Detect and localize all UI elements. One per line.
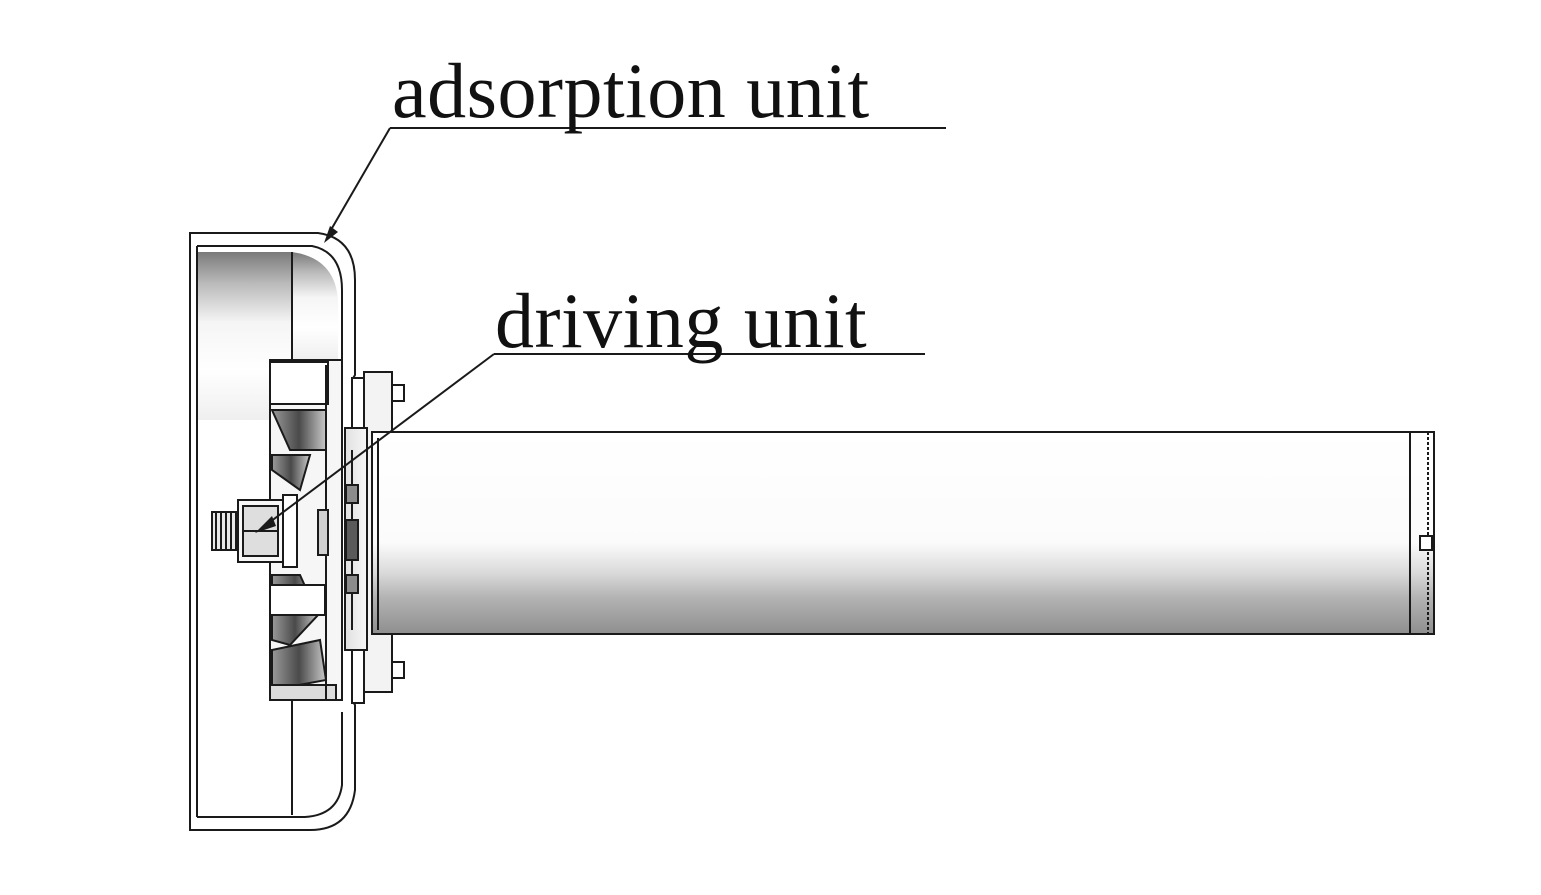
leader-lines: [261, 127, 946, 529]
motor-cylinder: [371, 431, 1435, 635]
adsorption-leader-line: [327, 127, 391, 236]
adsorption-unit-label: adsorption unit: [392, 47, 870, 134]
driving-leader-arrow: [255, 516, 276, 533]
driving-leader-line: [261, 353, 495, 529]
shaft-nut-assembly: [211, 494, 298, 568]
driving-unit-label: driving unit: [495, 277, 868, 364]
adsorption-leader-arrow: [324, 226, 338, 243]
